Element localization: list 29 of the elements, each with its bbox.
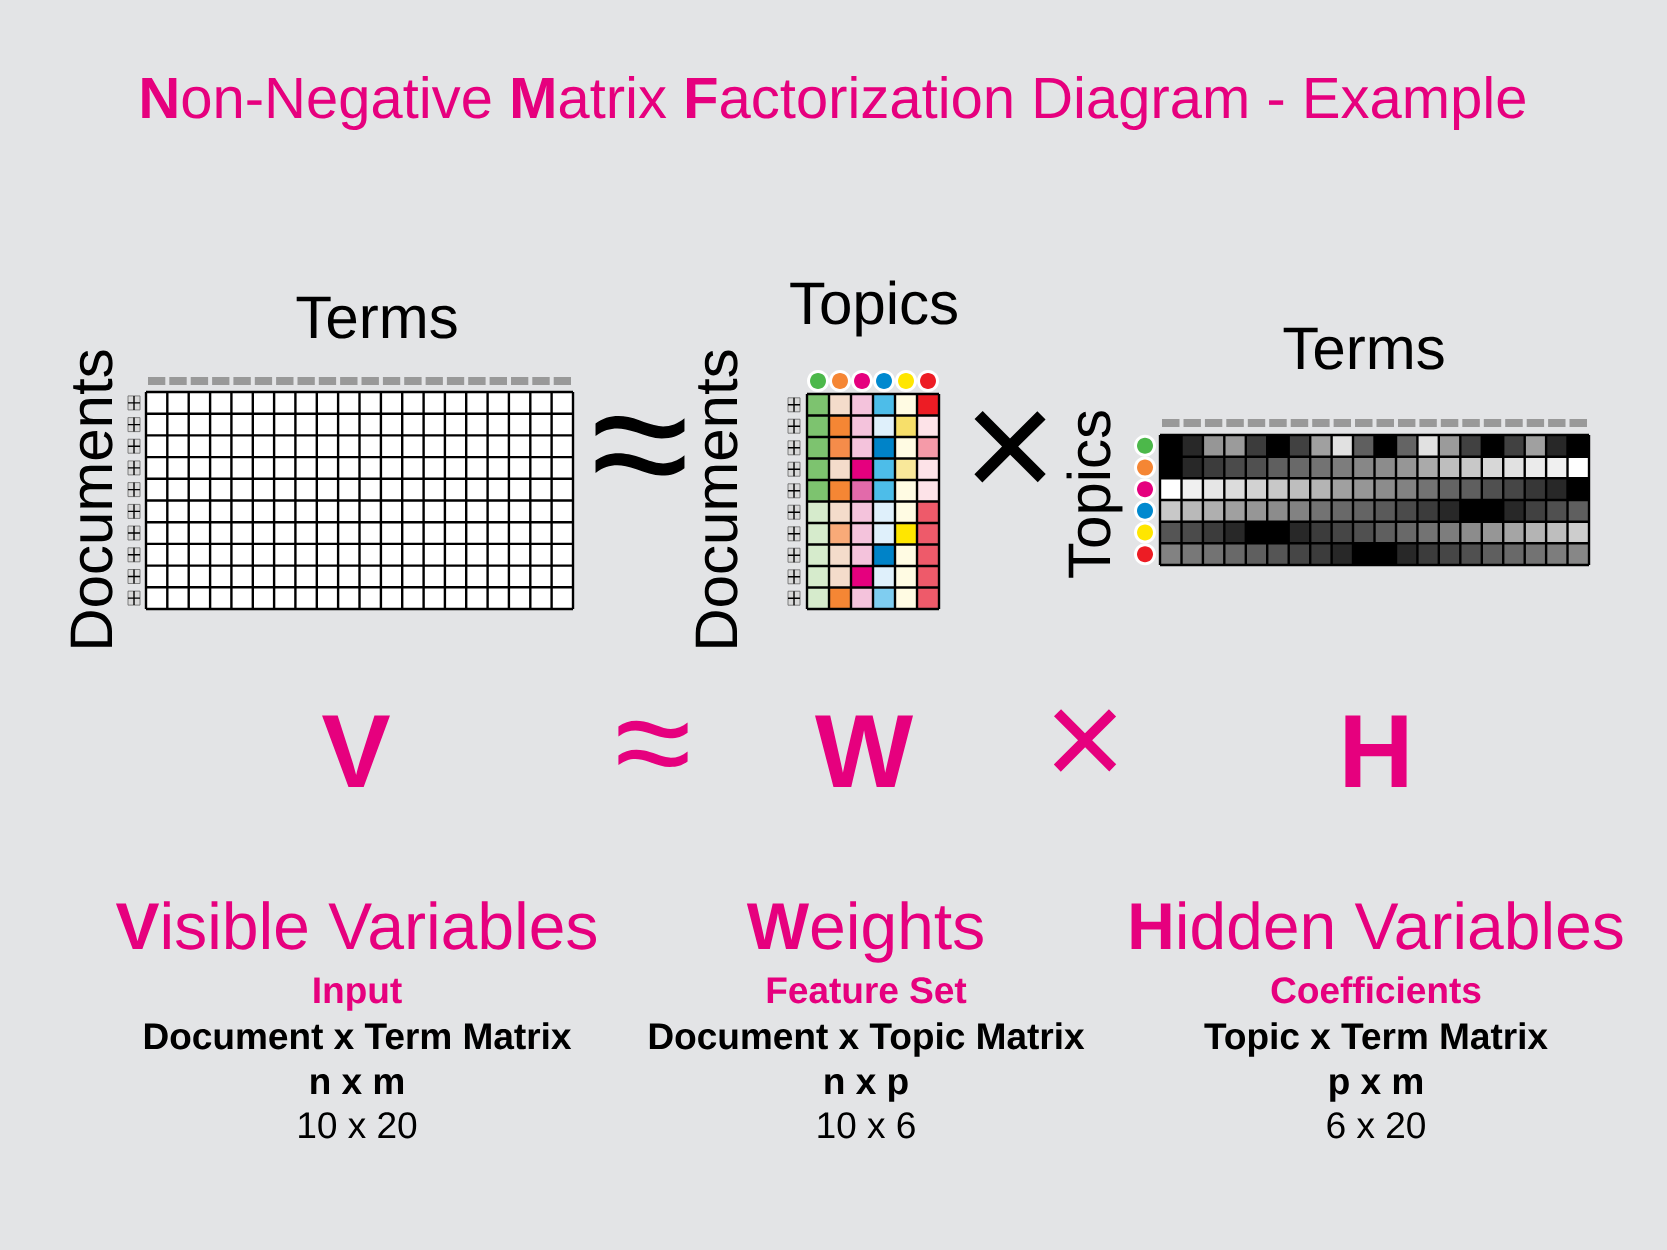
dimension-symbols: n x m — [311, 1074, 403, 1094]
matrix-letter: V — [322, 715, 390, 787]
dimension-values: 6 x 20 — [1327, 1112, 1425, 1139]
matrix-description: Document x Topic Matrix — [649, 1022, 1085, 1057]
axis-label: Terms — [1283, 327, 1444, 370]
matrix-name: Hidden Variables — [1131, 901, 1623, 950]
approx-symbol: ≈ — [618, 720, 688, 768]
dimension-symbols: p x m — [1330, 1074, 1422, 1102]
matrix-letter: W — [815, 715, 913, 787]
dimension-values: 10 x 6 — [818, 1112, 915, 1139]
matrix-role: Feature Set — [767, 977, 967, 1004]
dimension-symbols: n x p — [825, 1074, 908, 1102]
matrix-role: Input — [314, 977, 402, 1011]
times-symbol: × — [1053, 709, 1117, 772]
axis-label: Topics — [1066, 411, 1123, 578]
dimension-values: 10 x 20 — [299, 1112, 417, 1139]
approx-symbol: ≈ — [595, 416, 685, 476]
axis-label: Documents — [695, 350, 738, 647]
matrix-description: Topic x Term Matrix — [1204, 1022, 1548, 1057]
axis-label: Topics — [790, 280, 957, 337]
matrix-letter: H — [1345, 715, 1407, 787]
axis-label: Terms — [296, 296, 457, 339]
matrix-description: Document x Term Matrix — [144, 1022, 572, 1050]
title: Non-Negative Matrix Factorization Diagram - Example — [142, 76, 1525, 131]
matrix-role: Coefficients — [1271, 976, 1481, 1004]
axis-label: Documents — [70, 350, 113, 647]
matrix-name: Weights — [746, 901, 983, 963]
times-symbol: × — [974, 411, 1046, 483]
matrix-name: Visible Variables — [115, 901, 597, 950]
